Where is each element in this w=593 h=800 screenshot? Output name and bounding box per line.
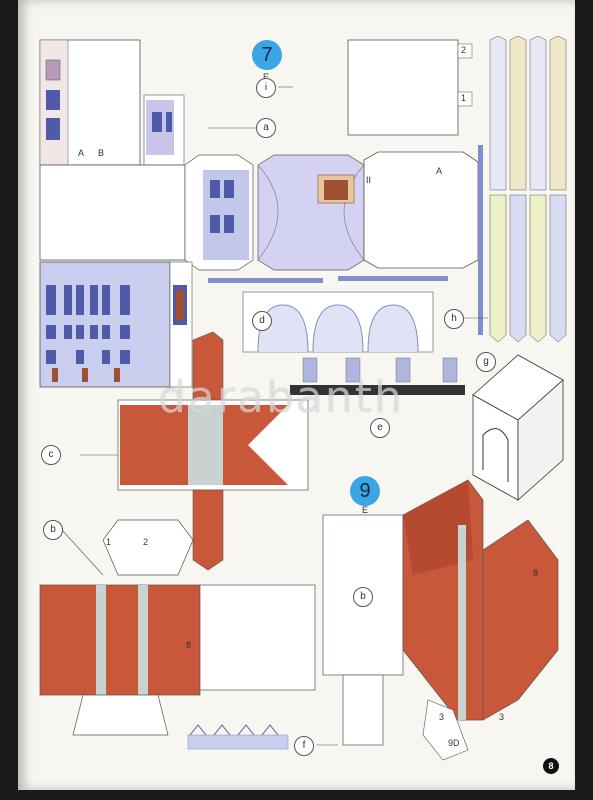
piece-label-i: i xyxy=(256,78,276,98)
roof-right-piece xyxy=(322,479,559,761)
piece-label-e: e xyxy=(370,418,390,438)
section-number-9: 9 xyxy=(350,476,380,506)
mark-2b: 2 xyxy=(143,537,149,547)
piece-label-b-right: b xyxy=(353,587,373,607)
mark-e-mid: E xyxy=(362,505,369,515)
facade-row-piece xyxy=(39,151,479,271)
arches-strip-piece xyxy=(208,276,448,353)
mark-ii: II xyxy=(366,175,372,185)
mark-8a: 8 xyxy=(186,640,192,650)
facade-windows-piece xyxy=(39,261,193,388)
mark-2: 2 xyxy=(461,45,467,55)
piece-label-c: c xyxy=(41,445,61,465)
rect-piece-top xyxy=(347,39,459,136)
piece-label-d: d xyxy=(252,311,272,331)
tower-wall-piece xyxy=(39,39,185,166)
mark-1b: 1 xyxy=(106,537,112,547)
mark-3b: 3 xyxy=(499,712,505,722)
mark-8b: 8 xyxy=(533,568,539,578)
mark-b-small: B xyxy=(98,148,105,158)
spire-strips xyxy=(478,35,567,343)
mark-1: 1 xyxy=(461,93,467,103)
piece-label-a: a xyxy=(256,118,276,138)
fence-strip-piece xyxy=(187,724,289,750)
pinnacles-strip-piece xyxy=(290,357,465,395)
cross-roof-piece xyxy=(117,331,309,571)
piece-label-g: g xyxy=(476,352,496,372)
mark-a2: A xyxy=(436,166,443,176)
roof-left-piece xyxy=(39,519,316,736)
porch-model-drawing xyxy=(472,354,564,501)
mark-e-top: E xyxy=(263,72,270,82)
mark-3a: 3 xyxy=(439,712,445,722)
cutout-plate-drawing xyxy=(39,35,567,761)
cutout-sheet: 7 9 E E 2 1 1 2 B A A II 8 8 3 3 9D i a … xyxy=(18,0,575,790)
piece-label-h: h xyxy=(444,309,464,329)
piece-label-b-left: b xyxy=(43,520,63,540)
mark-a-small: A xyxy=(78,148,85,158)
page-number: 8 xyxy=(543,758,559,774)
piece-label-f: f xyxy=(294,736,314,756)
section-number-7: 7 xyxy=(252,40,282,70)
mark-9d: 9D xyxy=(448,738,460,748)
